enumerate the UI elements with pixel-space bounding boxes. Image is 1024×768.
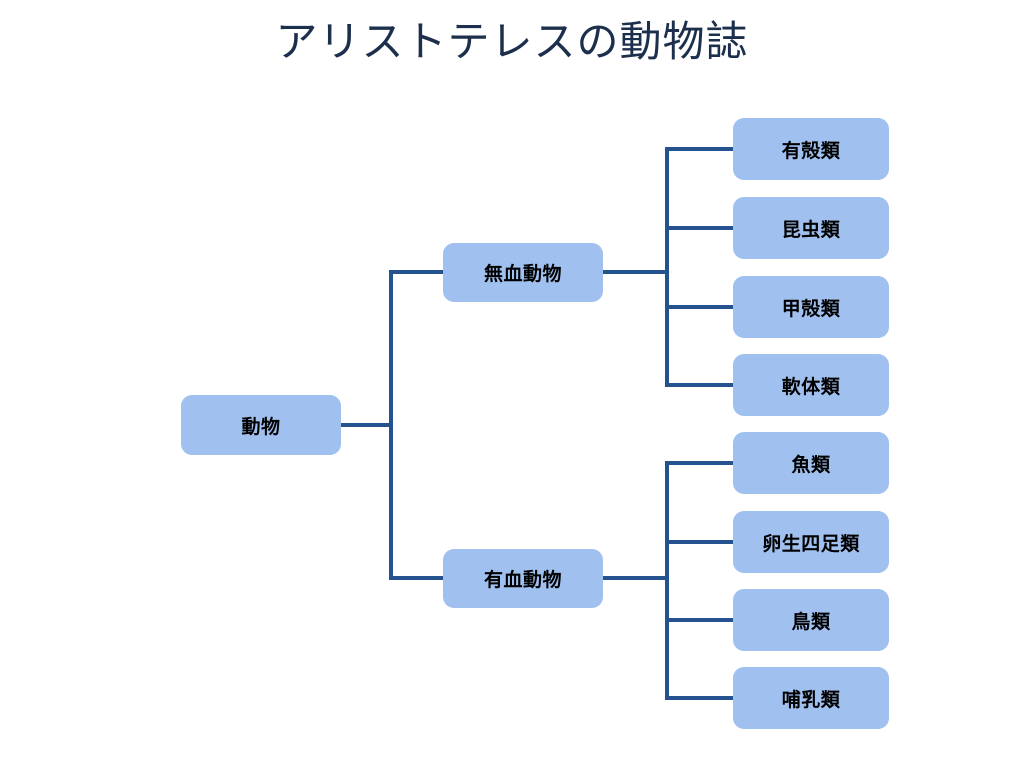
node-leaf-molluscs[interactable]: 軟体類 <box>733 354 889 416</box>
connector-root-bus <box>389 270 393 580</box>
connector-root-stub <box>341 423 393 427</box>
node-leaf-oviparous-quadrupeds[interactable]: 卵生四足類 <box>733 511 889 573</box>
connector-branch-2-to-leaf-1 <box>665 461 735 465</box>
connector-branch-2-to-leaf-3 <box>665 618 735 622</box>
node-label: 魚類 <box>791 454 831 476</box>
node-label: 動物 <box>241 416 281 438</box>
connector-branch-1-to-leaf-1 <box>665 147 735 151</box>
node-label: 有殻類 <box>781 140 841 162</box>
connector-branch-1-to-leaf-2 <box>665 226 735 230</box>
connector-branch-1-to-leaf-4 <box>665 383 735 387</box>
node-label: 甲殻類 <box>781 298 841 320</box>
connector-branch-2-bus <box>665 461 669 700</box>
node-label: 鳥類 <box>791 611 831 633</box>
node-label: 無血動物 <box>483 264 562 285</box>
node-leaf-birds[interactable]: 鳥類 <box>733 589 889 651</box>
connector-branch-2-to-leaf-2 <box>665 540 735 544</box>
node-leaf-fish[interactable]: 魚類 <box>733 432 889 494</box>
node-leaf-insects[interactable]: 昆虫類 <box>733 197 889 259</box>
node-label: 軟体類 <box>781 376 841 398</box>
connector-root-to-branch-2 <box>389 576 445 580</box>
connector-branch-1-to-leaf-3 <box>665 305 735 309</box>
connector-branch-2-to-leaf-4 <box>665 696 735 700</box>
node-leaf-crustaceans[interactable]: 甲殻類 <box>733 276 889 338</box>
connector-branch-1-stub <box>603 270 669 274</box>
node-branch-bloodless[interactable]: 無血動物 <box>443 243 603 302</box>
node-leaf-mammals[interactable]: 哺乳類 <box>733 667 889 729</box>
node-label: 哺乳類 <box>781 689 841 711</box>
connector-branch-2-stub <box>603 576 669 580</box>
node-label: 有血動物 <box>483 570 562 591</box>
node-leaf-shelled[interactable]: 有殻類 <box>733 118 889 180</box>
node-label: 卵生四足類 <box>762 533 860 555</box>
node-branch-blooded[interactable]: 有血動物 <box>443 549 603 608</box>
connector-root-to-branch-1 <box>389 270 445 274</box>
page-title: アリストテレスの動物誌 <box>275 18 749 65</box>
connector-branch-1-bus <box>665 147 669 386</box>
node-root-animal[interactable]: 動物 <box>181 395 341 455</box>
node-label: 昆虫類 <box>781 219 841 241</box>
